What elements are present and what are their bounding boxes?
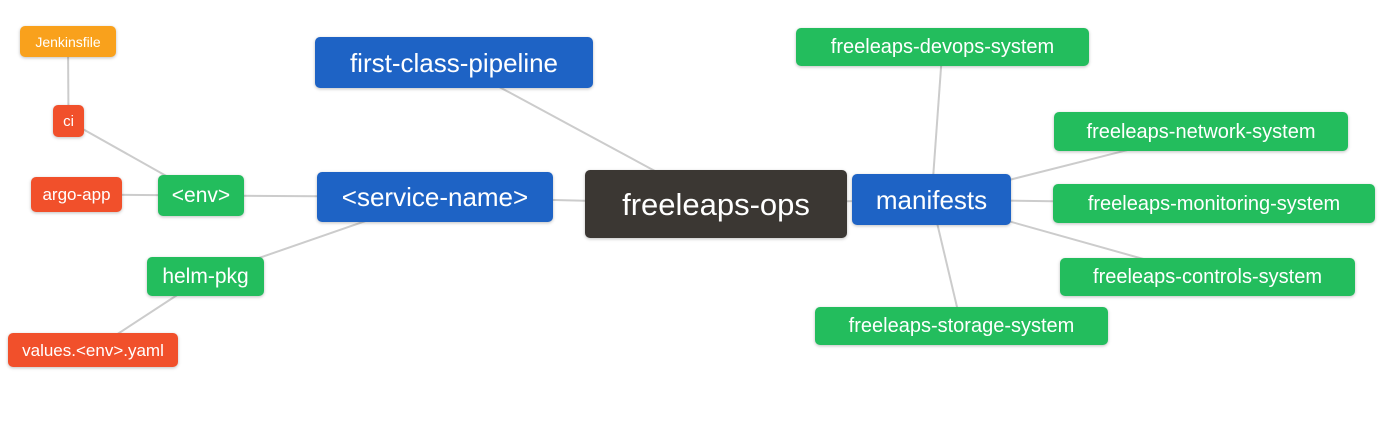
node-helm_pkg[interactable]: helm-pkg <box>147 257 264 296</box>
node-values_env_yaml[interactable]: values.<env>.yaml <box>8 333 178 367</box>
node-storage_system[interactable]: freeleaps-storage-system <box>815 307 1108 345</box>
node-controls_system[interactable]: freeleaps-controls-system <box>1060 258 1355 296</box>
node-env[interactable]: <env> <box>158 175 244 216</box>
node-network_system[interactable]: freeleaps-network-system <box>1054 112 1348 151</box>
node-first_class_pipeline[interactable]: first-class-pipeline <box>315 37 593 88</box>
node-argo_app[interactable]: argo-app <box>31 177 122 212</box>
node-jenkinsfile[interactable]: Jenkinsfile <box>20 26 116 57</box>
node-service_name[interactable]: <service-name> <box>317 172 553 222</box>
node-devops_system[interactable]: freeleaps-devops-system <box>796 28 1089 66</box>
node-freeleaps_ops[interactable]: freeleaps-ops <box>585 170 847 238</box>
node-ci[interactable]: ci <box>53 105 84 137</box>
node-manifests[interactable]: manifests <box>852 174 1011 225</box>
node-monitoring_system[interactable]: freeleaps-monitoring-system <box>1053 184 1375 223</box>
